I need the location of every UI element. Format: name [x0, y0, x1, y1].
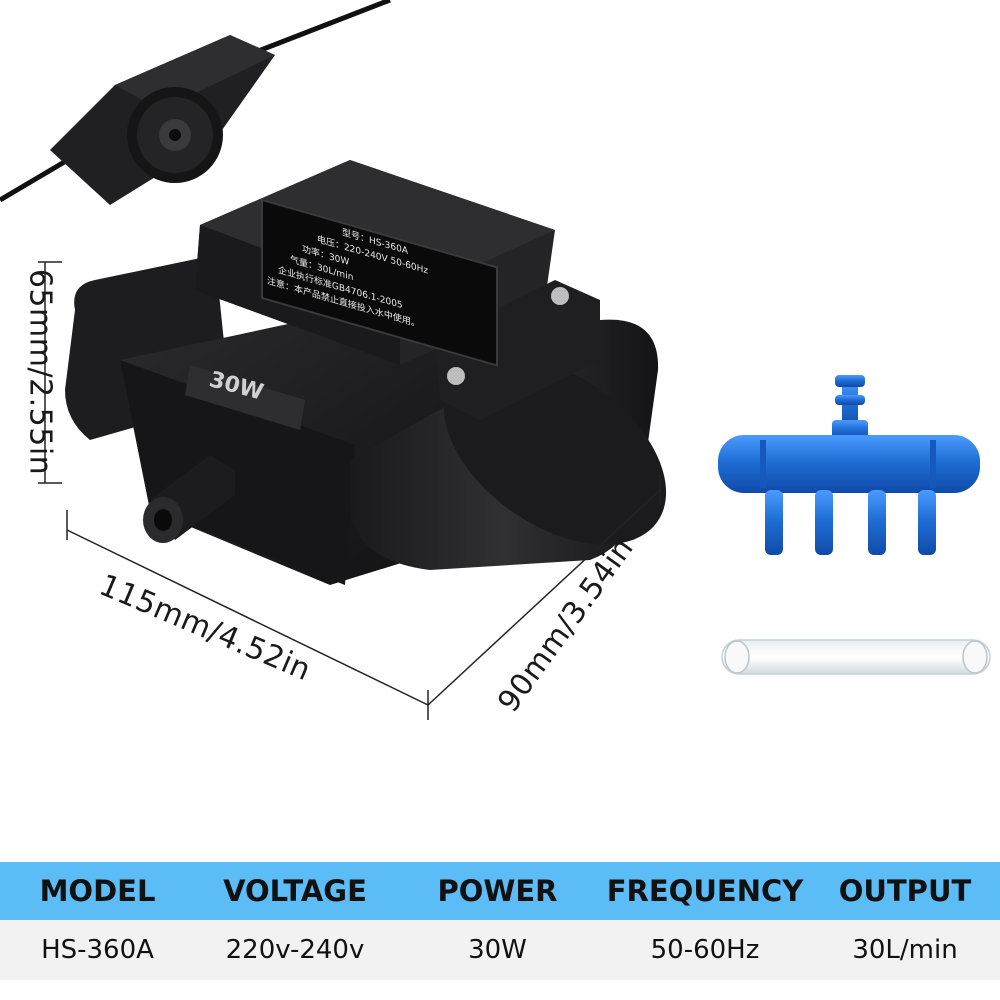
spec-header-voltage: VOLTAGE: [195, 862, 395, 920]
air-pump-body: [65, 160, 667, 585]
spec-header-power: POWER: [395, 862, 600, 920]
speed-dimmer-switch: [50, 35, 275, 205]
spec-value-output: 30L/min: [810, 920, 1000, 980]
spec-value-voltage: 220v-240v: [195, 920, 395, 980]
dimension-lines: [38, 261, 661, 720]
product-illustration: 型号：HS-360A 电压：220-240V 50-60Hz 功率：30W 气量…: [0, 0, 991, 720]
spec-header-model: MODEL: [0, 862, 195, 920]
spec-table: MODEL VOLTAGE POWER FREQUENCY OUTPUT HS-…: [0, 862, 1000, 980]
spec-value-frequency: 50-60Hz: [600, 920, 810, 980]
spec-header-frequency: FREQUENCY: [600, 862, 810, 920]
spec-header-output: OUTPUT: [810, 862, 1000, 920]
spec-value-power: 30W: [395, 920, 600, 980]
spec-value-model: HS-360A: [0, 920, 195, 980]
dimension-height-label: 65mm/2.55in: [22, 268, 58, 476]
air-manifold-splitter: [718, 375, 980, 555]
clear-air-tube: [721, 639, 991, 675]
